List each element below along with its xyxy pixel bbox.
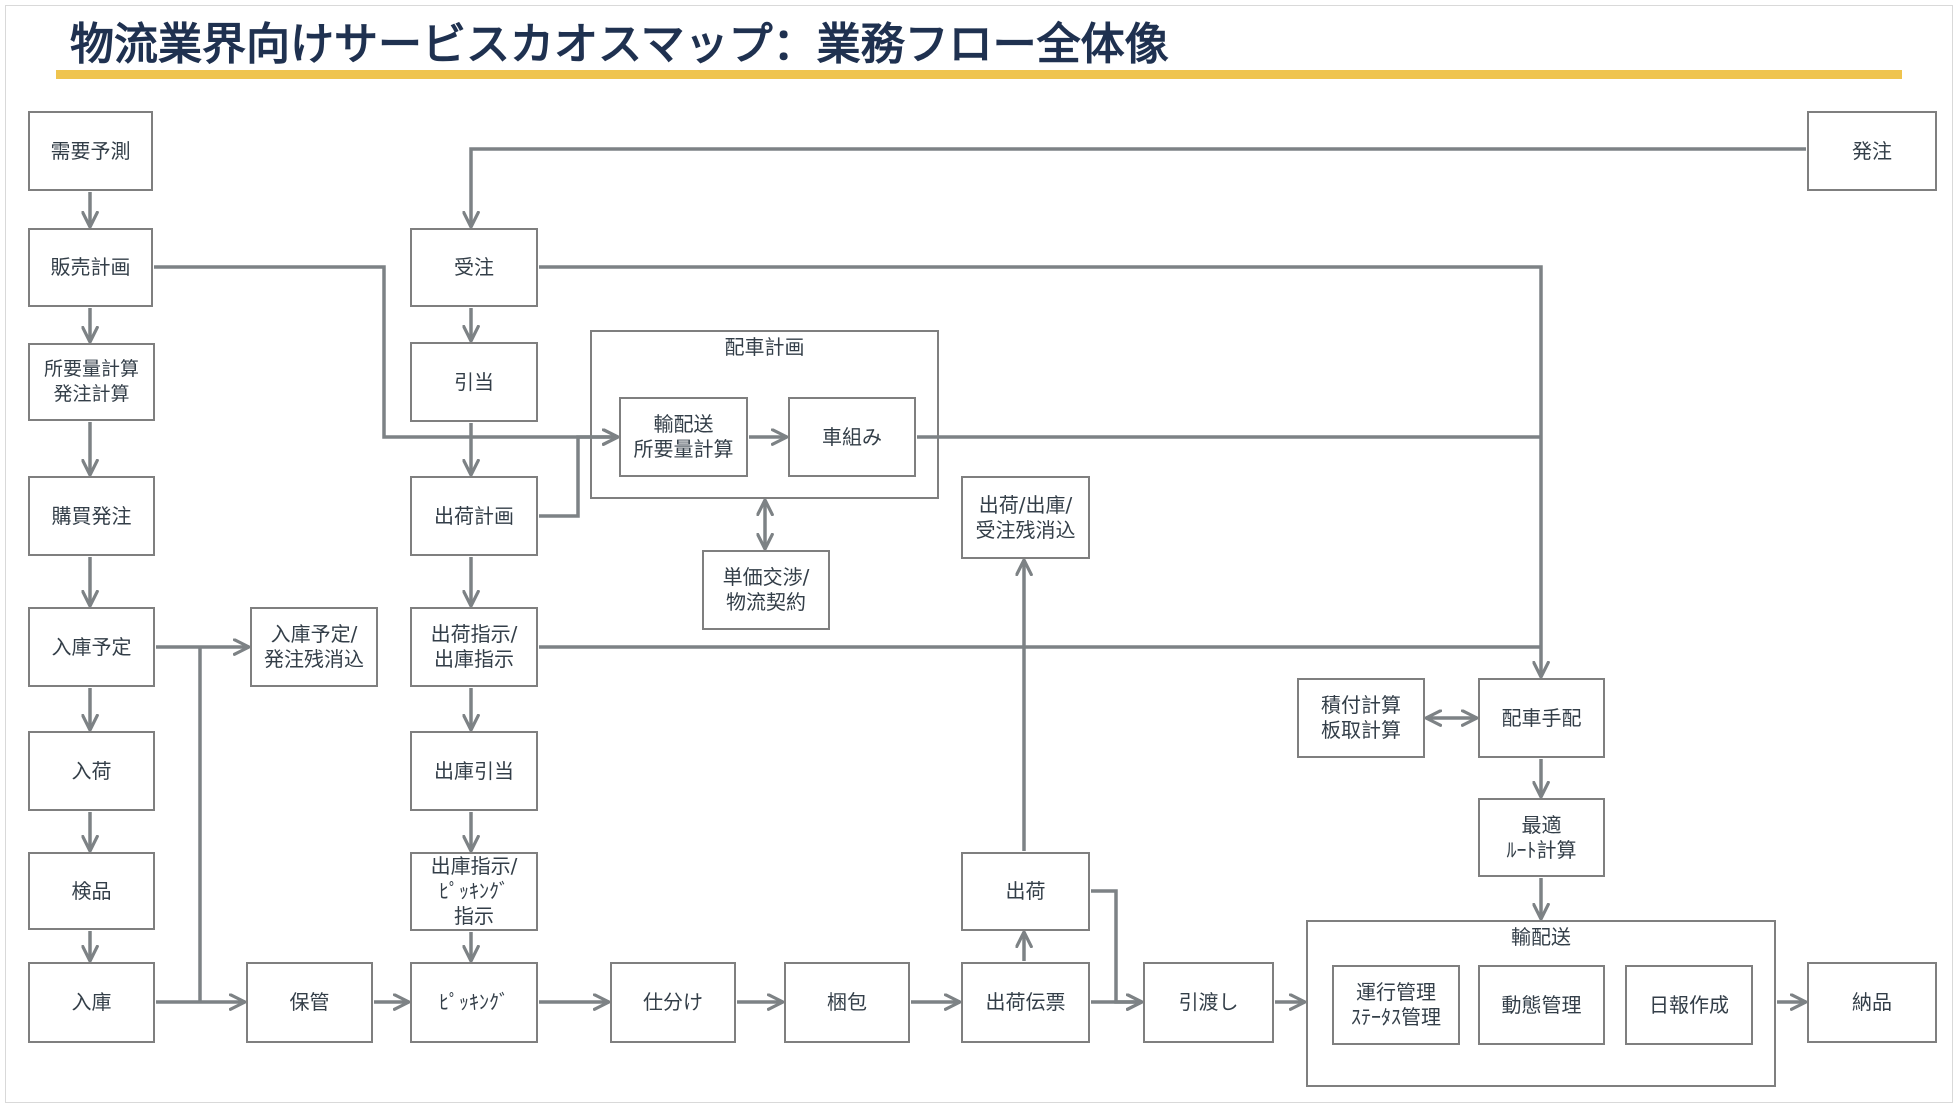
node-label-line: 所要量計算 bbox=[43, 358, 139, 380]
node-juyo-yosoku: 需要予測 bbox=[28, 111, 153, 191]
node-nyuka: 入荷 bbox=[28, 731, 155, 811]
node-label-line: 積付計算 bbox=[1321, 693, 1401, 717]
node-label-line: 日報作成 bbox=[1649, 992, 1729, 1017]
node-nippo-sakusei: 日報作成 bbox=[1625, 965, 1753, 1045]
node-label-line: 発注計算 bbox=[53, 383, 130, 405]
node-label-line: 出荷 bbox=[1005, 879, 1046, 903]
node-label-line: 所要量計算 bbox=[633, 437, 734, 461]
arrow-order-to-dispatch bbox=[539, 265, 1541, 677]
group-label-yuhaiso: 輸配送 bbox=[1511, 925, 1571, 949]
node-label-line: 納品 bbox=[1852, 990, 1892, 1014]
node-kurumagumi: 車組み bbox=[788, 397, 916, 477]
node-label-line: 入庫予定 bbox=[51, 634, 132, 659]
node-label-line: 仕分け bbox=[643, 990, 703, 1014]
arrow-customer-order-to-order bbox=[471, 147, 1806, 227]
node-shukka-denpyo: 出荷伝票 bbox=[961, 962, 1090, 1043]
node-label-line: 入庫 bbox=[71, 990, 112, 1014]
node-tanka-kosho: 単価交渉/物流契約 bbox=[702, 550, 830, 630]
node-hikiate: 引当 bbox=[410, 342, 538, 422]
node-shukko-hikiate: 出庫引当 bbox=[410, 731, 538, 811]
node-label-line: ﾋﾟｯｷﾝｸﾞ bbox=[439, 879, 509, 903]
node-nyuko-yotei-keshikomi: 入庫予定/発注残消込 bbox=[250, 607, 378, 687]
node-label-line: 出荷/出庫/ bbox=[978, 492, 1073, 517]
node-nyuko-yotei: 入庫予定 bbox=[28, 607, 155, 687]
node-label-line: 最適 bbox=[1521, 812, 1562, 837]
node-shoyoryo-keisan: 所要量計算発注計算 bbox=[28, 343, 155, 421]
node-hanbai-keikaku: 販売計画 bbox=[28, 228, 153, 307]
node-label-line: 出庫指示 bbox=[434, 647, 514, 671]
node-label-line: 運行管理 bbox=[1356, 980, 1436, 1004]
node-haisha-tehai: 配車手配 bbox=[1478, 678, 1605, 758]
node-label-line: 購買発注 bbox=[51, 503, 132, 528]
group-label-haisha-keikaku: 配車計画 bbox=[724, 335, 805, 359]
node-label-line: 保管 bbox=[289, 990, 330, 1014]
node-shukka-keikaku: 出荷計画 bbox=[410, 476, 538, 556]
node-label-line: 発注残消込 bbox=[264, 647, 364, 671]
node-label-line: ﾋﾟｯｷﾝｸﾞ bbox=[439, 990, 509, 1014]
title-underline-bar bbox=[56, 70, 1902, 79]
node-label-line: 出庫引当 bbox=[434, 758, 514, 783]
node-hikiwatashi: 引渡し bbox=[1143, 962, 1274, 1043]
node-label-line: 配車手配 bbox=[1501, 705, 1582, 730]
arrow-shipment-to-handover bbox=[1091, 889, 1142, 1002]
node-shukka: 出荷 bbox=[961, 852, 1090, 931]
node-yuhaiso-shoyoryo: 輸配送所要量計算 bbox=[619, 397, 748, 477]
node-label-line: 単価交渉/ bbox=[722, 565, 810, 589]
node-label-line: 物流契約 bbox=[726, 590, 806, 614]
node-label-line: ﾙｰﾄ計算 bbox=[1506, 837, 1577, 862]
node-picking: ﾋﾟｯｷﾝｸﾞ bbox=[410, 962, 538, 1043]
node-label-line: 出荷指示/ bbox=[430, 622, 518, 646]
node-dotai-kanri: 動態管理 bbox=[1478, 965, 1605, 1045]
group-haisha-keikaku: 配車計画 bbox=[590, 330, 939, 499]
node-juchu: 受注 bbox=[410, 228, 538, 307]
node-label-line: 指示 bbox=[454, 904, 494, 928]
node-label-line: 出荷伝票 bbox=[985, 990, 1066, 1014]
node-label-line: 輸配送 bbox=[653, 412, 714, 436]
node-shiwake: 仕分け bbox=[610, 962, 736, 1043]
node-nohin: 納品 bbox=[1807, 962, 1937, 1043]
node-picking-shiji: 出庫指示/ﾋﾟｯｷﾝｸﾞ指示 bbox=[410, 852, 538, 931]
node-label-line: 検品 bbox=[71, 878, 112, 903]
node-label-line: 車組み bbox=[822, 424, 882, 449]
node-label-line: 出庫指示/ bbox=[430, 854, 518, 878]
node-label-line: 受注 bbox=[454, 255, 494, 279]
node-label-line: 動態管理 bbox=[1501, 992, 1582, 1017]
node-label-line: 板取計算 bbox=[1321, 718, 1401, 742]
node-konpo: 梱包 bbox=[784, 962, 910, 1043]
node-label-line: 発注 bbox=[1852, 138, 1892, 163]
node-hokan: 保管 bbox=[246, 962, 373, 1043]
node-label-line: 受注残消込 bbox=[975, 517, 1076, 542]
arrow-sales-plan-to-transport-req bbox=[154, 265, 618, 437]
node-label-line: 梱包 bbox=[827, 990, 867, 1014]
node-shukka-keshikomi: 出荷/出庫/受注残消込 bbox=[961, 476, 1090, 559]
node-nyuko: 入庫 bbox=[28, 962, 155, 1043]
node-label-line: 引当 bbox=[454, 369, 494, 394]
node-kobai-hatchu: 購買発注 bbox=[28, 476, 155, 556]
node-label-line: ｽﾃｰﾀｽ管理 bbox=[1351, 1005, 1441, 1029]
node-unko-kanri: 運行管理ｽﾃｰﾀｽ管理 bbox=[1332, 965, 1460, 1045]
page-title: 物流業界向けサービスカオスマップ：業務フロー全体像 bbox=[70, 19, 1169, 70]
node-label-line: 販売計画 bbox=[50, 255, 131, 279]
node-label-line: 引渡し bbox=[1178, 990, 1239, 1014]
node-saiteki-route: 最適ﾙｰﾄ計算 bbox=[1478, 798, 1605, 877]
node-label-line: 出荷計画 bbox=[434, 503, 514, 528]
arrow-ship-plan-to-transport-req bbox=[539, 437, 618, 518]
node-kenpin: 検品 bbox=[28, 852, 155, 930]
node-label-line: 需要予測 bbox=[50, 138, 131, 163]
node-tsumitsuke-keisan: 積付計算板取計算 bbox=[1297, 678, 1425, 758]
node-label-line: 入荷 bbox=[71, 758, 112, 783]
node-hatchu: 発注 bbox=[1807, 111, 1937, 191]
node-label-line: 入庫予定/ bbox=[270, 622, 358, 646]
node-shukka-shiji: 出荷指示/出庫指示 bbox=[410, 607, 538, 687]
group-yuhaiso: 輸配送 bbox=[1306, 920, 1776, 1087]
